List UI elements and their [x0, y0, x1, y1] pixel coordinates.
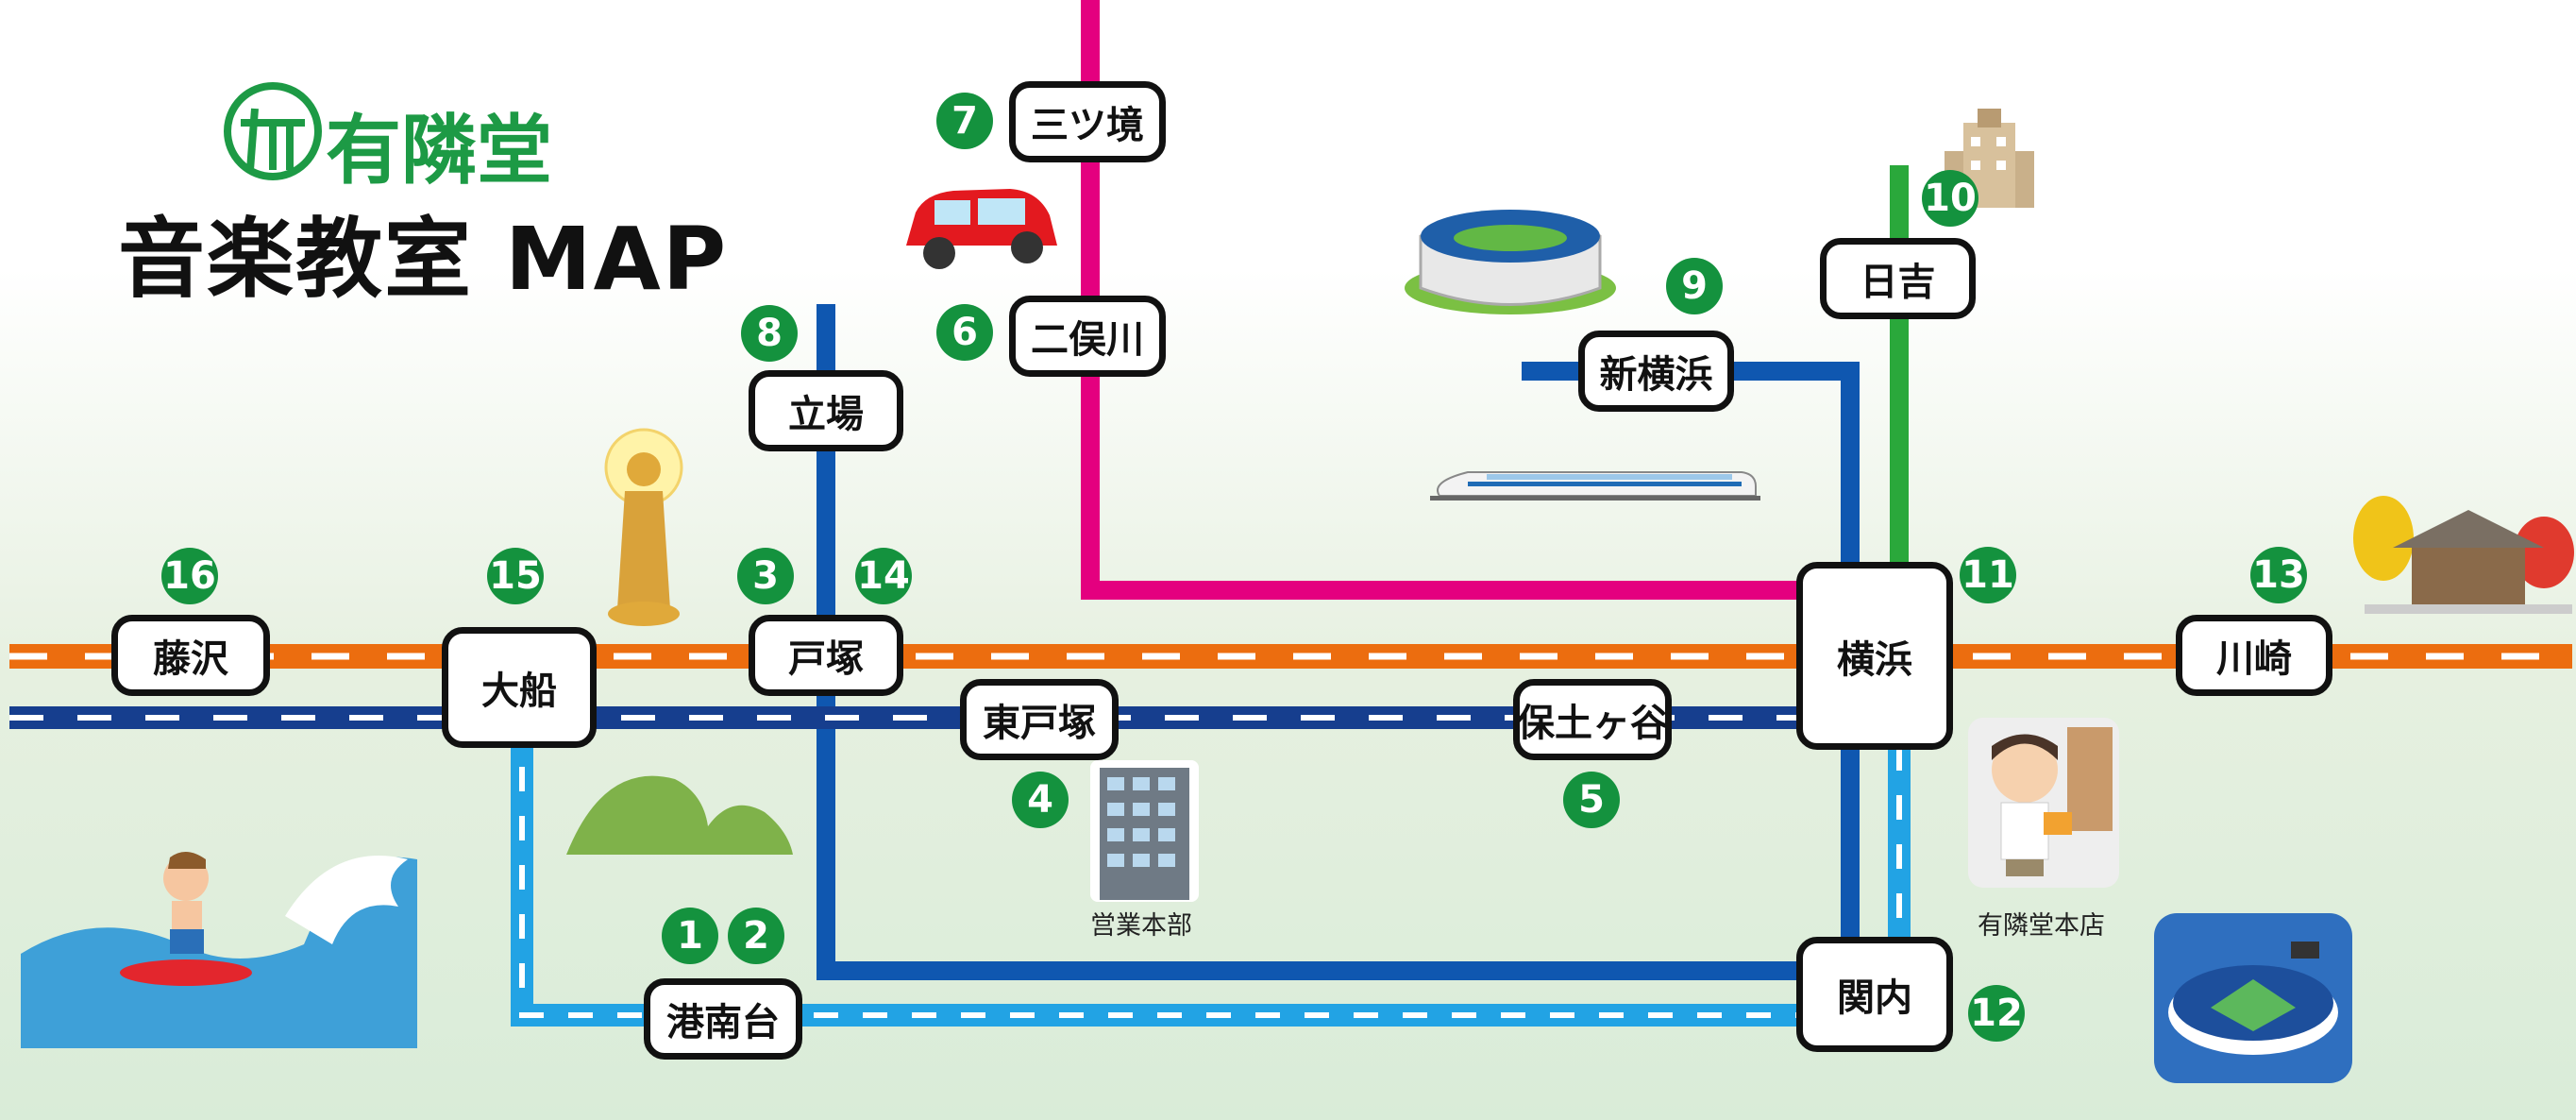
brand-name: 有隣堂: [326, 107, 552, 195]
classroom-number-badge[interactable]: 11: [1960, 547, 2016, 603]
station-fujisawa[interactable]: 藤沢: [111, 615, 270, 696]
station-tateba[interactable]: 立場: [749, 370, 903, 451]
classroom-number-badge[interactable]: 7: [936, 93, 993, 149]
surfer-wave-icon: [21, 851, 417, 1048]
office-building-icon: [1090, 760, 1199, 902]
classroom-number-badge[interactable]: 10: [1922, 170, 1978, 227]
classroom-number-badge[interactable]: 3: [737, 548, 794, 604]
sotetsu-line: [1081, 0, 1798, 600]
station-mitsukyo[interactable]: 三ツ境: [1009, 81, 1166, 162]
baseball-stadium-icon: [2154, 913, 2352, 1083]
station-kawasaki[interactable]: 川崎: [2176, 615, 2332, 696]
classroom-number-badge[interactable]: 14: [855, 548, 912, 604]
station-yokohama[interactable]: 横浜: [1796, 562, 1953, 750]
classroom-number-badge[interactable]: 5: [1563, 772, 1620, 828]
classroom-number-badge[interactable]: 15: [487, 548, 544, 604]
boy-bookstore-icon: [1968, 718, 2119, 888]
subway-blue-line-lower: [817, 304, 1798, 980]
hill-icon: [566, 775, 793, 855]
negishi-line-dash: [519, 718, 1902, 1018]
bullet-train-icon: [1430, 471, 1760, 501]
main-store-label: 有隣堂本店: [1978, 911, 2105, 941]
station-shinyokohama[interactable]: 新横浜: [1578, 331, 1734, 412]
classroom-number-badge[interactable]: 8: [741, 305, 798, 362]
temple-icon: [2353, 496, 2574, 614]
station-ofuna[interactable]: 大船: [442, 627, 597, 748]
buddha-statue-icon: [604, 428, 683, 626]
car-icon: [906, 189, 1057, 269]
sales-hq-label: 営業本部: [1090, 911, 1192, 941]
classroom-number-badge[interactable]: 4: [1012, 772, 1069, 828]
classroom-number-badge[interactable]: 9: [1666, 258, 1723, 314]
station-futamatagawa[interactable]: 二俣川: [1009, 296, 1166, 377]
station-higashitotsuka[interactable]: 東戸塚: [960, 679, 1119, 760]
classroom-number-badge[interactable]: 13: [2250, 547, 2307, 603]
station-kannai[interactable]: 関内: [1796, 937, 1953, 1052]
classroom-number-badge[interactable]: 12: [1968, 985, 2025, 1042]
classroom-number-badge[interactable]: 16: [161, 548, 218, 604]
station-totsuka[interactable]: 戸塚: [749, 615, 903, 696]
classroom-number-badge[interactable]: 1: [662, 908, 718, 964]
classroom-number-badge[interactable]: 2: [728, 908, 784, 964]
station-hiyoshi[interactable]: 日吉: [1820, 238, 1976, 319]
rinrindo-logo-icon: [224, 82, 322, 180]
station-konandai[interactable]: 港南台: [644, 978, 802, 1060]
map-title: 音楽教室 MAP: [118, 209, 729, 310]
station-hodogaya[interactable]: 保土ヶ谷: [1513, 679, 1672, 760]
classroom-number-badge[interactable]: 6: [936, 304, 993, 361]
stadium-icon: [1405, 210, 1616, 314]
